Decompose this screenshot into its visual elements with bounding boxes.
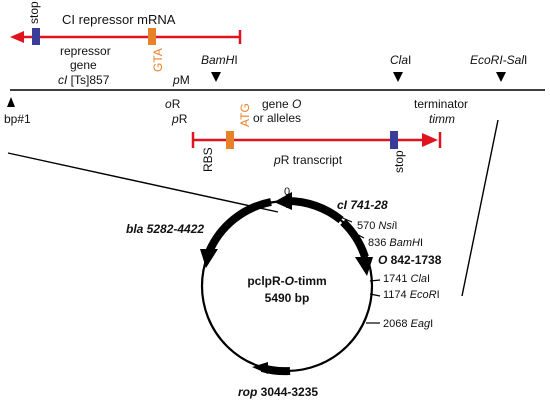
- ci-start-codon-box: [148, 28, 156, 45]
- eagi-plasmid-site-label: 2068 EagI: [383, 318, 433, 330]
- bamhi-plasmid-site-label: 836 BamHI: [368, 237, 423, 249]
- atg-start-codon-box: [226, 131, 234, 149]
- o-feature-arc: [340, 219, 369, 259]
- zoom-line-right: [461, 119, 499, 297]
- cla-tick: [369, 279, 381, 282]
- rbs-label: RBS: [201, 147, 215, 172]
- terminator-timm-label: timm: [429, 112, 455, 126]
- pr-transcript-arrowhead: [422, 133, 438, 147]
- gene-o-label: gene O: [262, 97, 301, 111]
- clai-site-label: ClaI: [390, 53, 411, 67]
- bla-feature-arrowhead: [200, 249, 218, 268]
- ci-stop-label: stop: [27, 1, 41, 24]
- ci-feature-label: cI 741-28: [337, 198, 388, 212]
- repressor-gene-line1: repressor: [60, 44, 111, 58]
- repressor-gene-line3: cI [Ts]857: [58, 73, 110, 87]
- ecori-sali-site-label: EcoRI-SalI: [470, 53, 527, 67]
- ci-mrna-title: CI repressor mRNA: [62, 12, 176, 27]
- o-feature-arrowhead: [355, 257, 373, 276]
- bam-tick: [350, 230, 365, 239]
- pr-promoter-label: pR: [171, 112, 188, 126]
- gene-o-alleles-label: or alleles: [253, 111, 301, 125]
- ci-mrna-transcript: [10, 28, 242, 45]
- bla-feature-label: bla 5282-4422: [126, 222, 204, 236]
- bamhi-site-label: BamHI: [201, 53, 238, 67]
- atg-label: ATG: [238, 103, 252, 127]
- plasmid-size: 5490 bp: [265, 291, 310, 305]
- o-stop-codon-box: [390, 131, 398, 149]
- terminator-label: terminator: [414, 97, 468, 111]
- bp1-label: bp#1: [4, 112, 31, 126]
- ci-stop-codon-box: [32, 28, 40, 45]
- plasmid-zero-label: 0: [284, 186, 290, 198]
- repressor-gene-line2: gene: [70, 58, 97, 72]
- plasmid-map: [200, 192, 381, 376]
- ci-start-codon-label: GTA: [151, 48, 165, 72]
- o-stop-label: stop: [392, 150, 406, 173]
- or-operator-label: oR: [165, 97, 181, 111]
- bamhi-site-marker: [211, 72, 221, 82]
- nsi-site-label: 570 NsiI: [357, 220, 397, 232]
- pr-transcript: [191, 131, 442, 149]
- o-feature-label: O 842-1738: [378, 253, 442, 267]
- clai-site-marker: [393, 72, 403, 82]
- nsi-tick: [337, 215, 353, 223]
- rop-feature-label: rop 3044-3235: [238, 385, 318, 399]
- ecori-sali-site-marker: [496, 72, 506, 82]
- pr-transcript-label: pR transcript: [273, 153, 343, 167]
- bla-feature-arc: [205, 198, 272, 254]
- ci-mrna-arrowhead: [10, 31, 24, 43]
- plasmid-name: pclpR-O-timm: [247, 274, 326, 288]
- bp1-marker: [7, 97, 15, 107]
- pm-promoter-label: pM: [172, 73, 190, 87]
- ci-feature-arc: [286, 196, 344, 224]
- zoom-line-left: [7, 152, 279, 213]
- ecori-plasmid-site-label: 1174 EcoRI: [383, 289, 440, 301]
- eco-tick: [369, 293, 381, 297]
- rop-feature-arrowhead: [252, 362, 268, 374]
- clai-plasmid-site-label: 1741 ClaI: [383, 273, 430, 285]
